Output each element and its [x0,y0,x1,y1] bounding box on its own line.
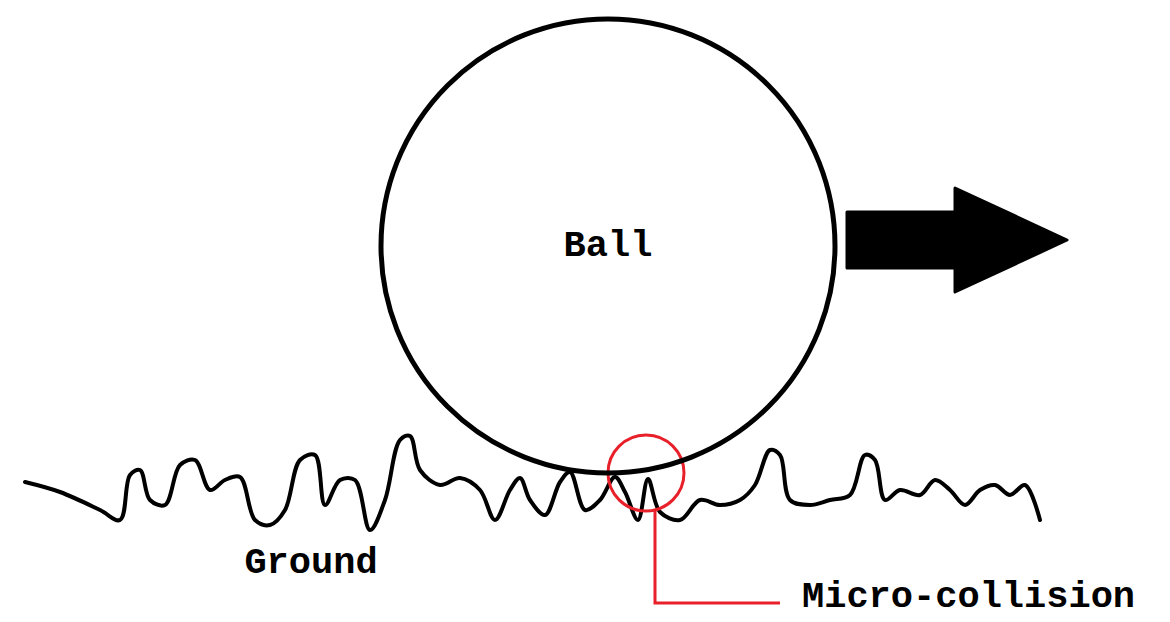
ball-circle: Ball [379,17,837,475]
ground-surface [25,436,1040,530]
ball-outline-circle [381,19,835,473]
motion-arrow [847,188,1067,292]
leader-line [655,511,780,603]
part-label: Ground [244,543,377,584]
node-text: Ball [564,226,653,267]
part-label: Micro-collision [802,577,1135,618]
